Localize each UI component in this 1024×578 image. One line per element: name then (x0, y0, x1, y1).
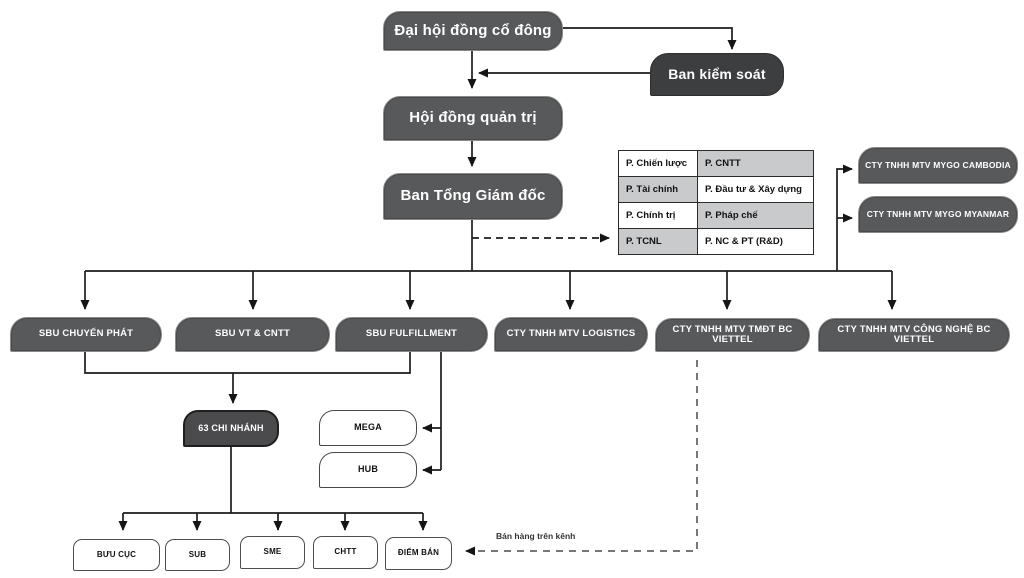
box-cty-cong-nghe-bc-viettel: CTY TNHH MTV CÔNG NGHỆ BC VIETTEL (818, 318, 1010, 352)
table-row: P. Chiến lược P. CNTT (618, 150, 814, 177)
dept-cell: P. Tài chính (618, 176, 698, 203)
box-channel-chtt: CHTT (313, 536, 378, 569)
arrow-to-mygo-cambodia (836, 164, 853, 271)
sales-via-channel-label: Bán hàng trên kênh (496, 531, 576, 541)
box-cty-logistics: CTY TNHH MTV LOGISTICS (494, 317, 648, 352)
box-board-of-directors: Hội đồng quản trị (383, 96, 563, 141)
dept-cell: P. Pháp chế (697, 202, 814, 229)
box-cty-tmdt-bc-viettel: CTY TNHH MTV TMĐT BC VIETTEL (655, 318, 810, 352)
dashed-arrow-sales-via-channel (465, 360, 698, 556)
table-row: P. TCNL P. NC & PT (R&D) (618, 228, 814, 255)
box-mygo-myanmar: CTY TNHH MTV MYGO MYANMAR (858, 196, 1018, 233)
dept-cell: P. Chiến lược (618, 150, 698, 177)
table-row: P. Tài chính P. Đầu tư & Xây dựng (618, 176, 814, 203)
dept-cell: P. TCNL (618, 228, 698, 255)
box-mega: MEGA (319, 410, 417, 446)
box-channel-sme: SME (240, 536, 305, 569)
box-shareholders-meeting: Đại hội đồng cổ đông (383, 11, 563, 51)
box-channel-buu-cuc: BƯU CỤC (73, 539, 160, 571)
box-mygo-cambodia: CTY TNHH MTV MYGO CAMBODIA (858, 147, 1018, 184)
box-sbu-chuyen-phat: SBU CHUYỂN PHÁT (10, 317, 162, 352)
table-row: P. Chính trị P. Pháp chế (618, 202, 814, 229)
box-general-directorate: Ban Tổng Giám đốc (383, 173, 563, 220)
arrow-shareholders-to-supervisory (563, 27, 737, 50)
box-supervisory-board: Ban kiểm soát (650, 53, 784, 96)
box-hub: HUB (319, 452, 417, 488)
line-sbu-bracket (84, 352, 411, 374)
departments-table: P. Chiến lược P. CNTT P. Tài chính P. Đầ… (618, 150, 814, 255)
dept-cell: P. CNTT (697, 150, 814, 177)
dept-cell: P. Chính trị (618, 202, 698, 229)
box-sbu-fulfillment: SBU FULFILLMENT (335, 317, 488, 352)
dept-cell: P. Đầu tư & Xây dựng (697, 176, 814, 203)
box-63-branches: 63 CHI NHÁNH (183, 410, 279, 447)
dept-cell: P. NC & PT (R&D) (697, 228, 814, 255)
box-channel-diem-ban: ĐIỂM BÁN (385, 537, 452, 570)
box-channel-sub: SUB (165, 539, 230, 571)
box-sbu-vt-cntt: SBU VT & CNTT (175, 317, 330, 352)
